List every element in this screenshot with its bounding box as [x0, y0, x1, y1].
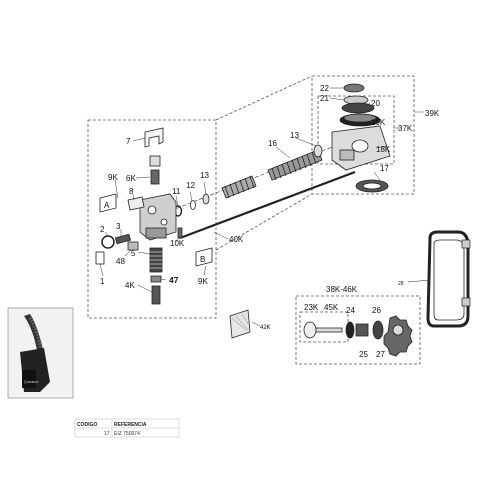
label-24: 24: [346, 306, 355, 315]
label-4k: 4K: [125, 281, 135, 290]
label-b: B: [200, 255, 205, 264]
product-photo: Quantum: [7, 307, 74, 399]
cover-8: [127, 196, 145, 211]
gear-27: [383, 315, 413, 357]
oring-2: [101, 235, 115, 249]
part-48: [127, 241, 139, 251]
label-17: 17: [380, 164, 389, 173]
knob-23k: [303, 321, 317, 339]
bracket-1: [95, 251, 105, 265]
label-16: 16: [268, 139, 277, 148]
label-28: 28: [398, 281, 404, 287]
pin-10k: [177, 227, 183, 239]
table-header-referencia: REFERENCIA: [114, 422, 147, 428]
bushing-13a: [202, 193, 210, 205]
label-38k-46k: 38K-46K: [326, 285, 358, 294]
table-cell-referencia: EIZ 750074: [114, 431, 140, 437]
label-10k: 10K: [170, 239, 185, 248]
left-assembly-frame: [87, 119, 217, 319]
label-22: 22: [320, 84, 329, 93]
piston-47: [150, 275, 162, 283]
table-header-codigo: CODIGO: [77, 422, 97, 428]
assembly-frames: [87, 75, 421, 365]
label-26: 26: [372, 306, 381, 315]
valve-body-assembly: [95, 127, 213, 305]
label-7: 7: [126, 137, 131, 146]
label-a: A: [104, 201, 110, 210]
label-48: 48: [116, 257, 125, 266]
label-37k: 37K: [398, 124, 413, 133]
part-labels: 7 6K 9K 8 A 2 3 48 1 5 11 12 13 10K B 47…: [100, 84, 440, 359]
bushing-13b: [313, 144, 323, 158]
label-13b: 13: [290, 131, 299, 140]
label-23k: 23K: [304, 303, 319, 312]
label-25: 25: [359, 350, 368, 359]
kit-38k-frame: [295, 295, 421, 365]
label-27: 27: [376, 350, 385, 359]
spring-lower: [221, 175, 257, 199]
stem-6k: [150, 169, 160, 185]
spring-16: [267, 149, 323, 181]
label-11: 11: [172, 187, 181, 196]
bag-42k: [229, 309, 251, 339]
label-39k: 39K: [425, 109, 440, 118]
bracket-7: [144, 127, 164, 148]
label-12: 12: [186, 181, 195, 190]
label-6k: 6K: [126, 174, 136, 183]
cap-22: [343, 83, 365, 93]
label-40k: 40K: [229, 235, 244, 244]
label-1: 1: [100, 277, 105, 286]
main-rod-assembly: [159, 139, 356, 242]
label-42k: 42K: [260, 325, 271, 331]
stem-45k: [315, 327, 343, 333]
frame-28: [407, 230, 471, 328]
kit-38k-parts: [303, 315, 413, 357]
leader-lines: [99, 87, 424, 327]
right-assembly-frame: [311, 75, 415, 195]
washer-12: [190, 200, 196, 210]
label-13a: 13: [200, 171, 209, 180]
stem-top: [149, 155, 161, 167]
cap-26: [372, 320, 384, 340]
connector-line-top: [215, 75, 313, 121]
spring-5: [149, 247, 163, 273]
head-assembly: [331, 83, 391, 193]
label-18k: 18K: [376, 145, 391, 154]
label-19k: 19K: [371, 118, 386, 127]
label-3: 3: [116, 222, 121, 231]
label-45k: 45K: [324, 303, 339, 312]
plate-a: [99, 193, 117, 213]
label-21: 21: [320, 94, 329, 103]
connector-line-bottom: [215, 193, 313, 251]
label-20: 20: [371, 99, 380, 108]
valve-4k: [151, 285, 161, 305]
label-9k-a: 9K: [108, 173, 118, 182]
label-2: 2: [100, 225, 105, 234]
label-8: 8: [129, 187, 134, 196]
label-47: 47: [169, 275, 179, 285]
reference-table: CODIGO REFERENCIA 17 EIZ 750074: [74, 418, 180, 438]
table-cell-codigo: 17: [104, 431, 110, 437]
photo-brand: Quantum: [24, 380, 38, 384]
long-rod: [179, 170, 356, 240]
label-5: 5: [131, 249, 136, 258]
screw-3: [114, 233, 132, 245]
ring-20: [341, 102, 375, 114]
spring-25: [355, 323, 369, 337]
plate-b: [195, 247, 213, 267]
seal-24: [345, 321, 355, 339]
label-9k-b: 9K: [198, 277, 208, 286]
